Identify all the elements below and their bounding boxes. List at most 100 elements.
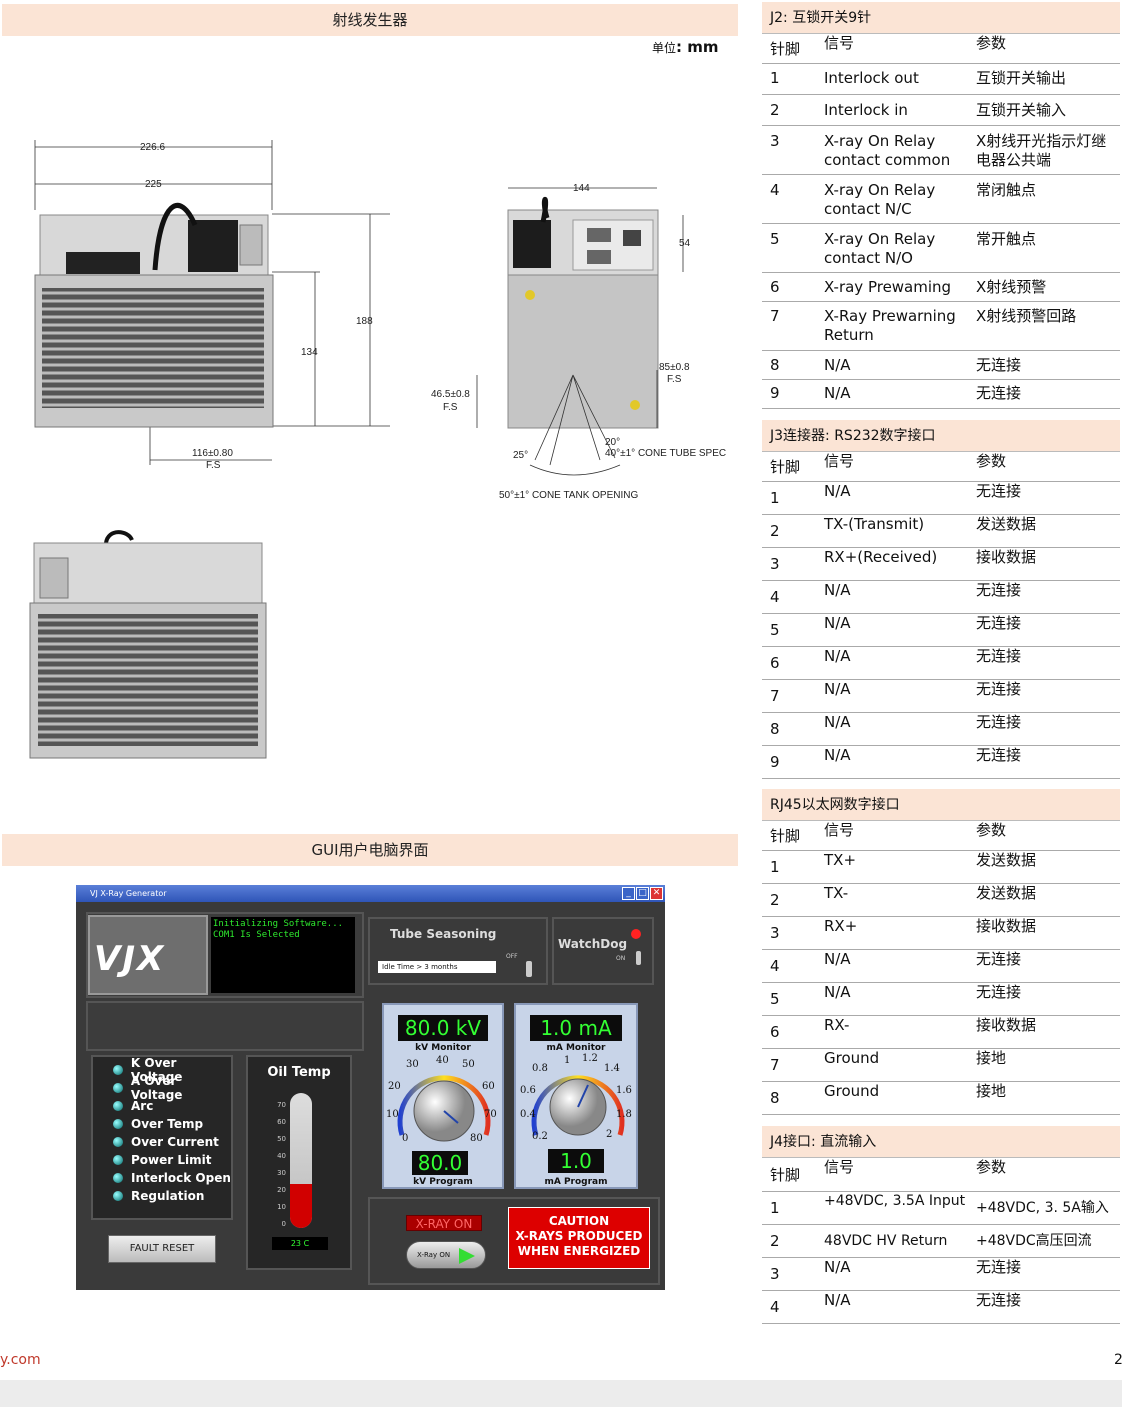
dim-angle-20: 20° bbox=[605, 437, 620, 448]
status-interlock-open: Interlock Open bbox=[113, 1169, 231, 1187]
cone-tank-label: 50°±1° CONE TANK OPENING bbox=[499, 490, 638, 501]
front-vent-grille bbox=[42, 288, 264, 408]
kv-meter-panel: 80.0 kV kV Monitor 30 40 50 20 60 10 70 … bbox=[382, 1003, 504, 1189]
gui-title: VJ X-Ray Generator bbox=[90, 889, 167, 898]
status-over-current: Over Current bbox=[113, 1133, 231, 1151]
status-led-icon bbox=[113, 1137, 123, 1147]
caution-sign: CAUTION X-RAYS PRODUCED WHEN ENERGIZED bbox=[508, 1207, 650, 1269]
status-arc: Arc bbox=[113, 1097, 231, 1115]
off-label: OFF bbox=[506, 953, 518, 960]
section-header-generator: 射线发生器 bbox=[2, 4, 738, 36]
dim-116: 116±0.80 bbox=[192, 448, 233, 459]
status-led-icon bbox=[113, 1155, 123, 1165]
section-header-gui: GUI用户电脑界面 bbox=[2, 834, 738, 866]
xray-on-button[interactable]: X-Ray ON bbox=[406, 1241, 486, 1269]
dim-46-5: 46.5±0.8 bbox=[431, 389, 470, 400]
table-j4: J4接口: 直流输入 针脚信号参数 1+48VDC, 3.5A Input+48… bbox=[762, 1126, 1120, 1324]
dim-226: 226.6 bbox=[140, 142, 165, 153]
close-icon[interactable]: ✕ bbox=[650, 887, 663, 900]
gui-titlebar: VJ X-Ray Generator _ □ ✕ bbox=[76, 885, 665, 902]
on-label: ON bbox=[616, 955, 626, 962]
status-led-icon bbox=[113, 1065, 123, 1075]
watchdog-toggle[interactable] bbox=[636, 951, 641, 965]
kv-program-label: kV Program bbox=[413, 1177, 473, 1187]
kv-monitor-readout: 80.0 kV bbox=[398, 1015, 488, 1041]
side-view-drawing: 144 54 25° 20° 40°±1° CONE TUBE SPEC 50°… bbox=[431, 183, 726, 501]
table-title: RJ45以太网数字接口 bbox=[762, 789, 1120, 821]
unit-label: 单位: mm bbox=[652, 38, 719, 56]
status-over-temp: Over Temp bbox=[113, 1115, 231, 1133]
status-led-icon bbox=[113, 1191, 123, 1201]
watchdog-label: WatchDog bbox=[558, 937, 628, 951]
idle-time-field[interactable]: Idle Time > 3 months bbox=[378, 961, 496, 973]
front-view-drawing: 226.6 225 188 134 116±0.80 F.S bbox=[34, 140, 390, 471]
footer-bar bbox=[0, 1380, 1122, 1407]
table-header-row: 针脚信号参数 bbox=[762, 821, 1120, 851]
table-header-row: 针脚信号参数 bbox=[762, 34, 1120, 64]
console-output: Initializing Software... COM1 Is Selecte… bbox=[211, 917, 355, 993]
fault-reset-button[interactable]: FAULT RESET bbox=[108, 1235, 216, 1263]
table-header-row: 针脚信号参数 bbox=[762, 1158, 1120, 1192]
ma-meter-panel: 1.0 mA mA Monitor 0.8 1 1.2 1.4 0.6 1.6 … bbox=[514, 1003, 638, 1189]
dim-fs-left: F.S bbox=[443, 402, 458, 413]
page-number: 2 bbox=[1114, 1352, 1122, 1368]
dim-54: 54 bbox=[679, 238, 691, 249]
ma-monitor-readout: 1.0 mA bbox=[530, 1015, 622, 1041]
kv-dial[interactable] bbox=[392, 1055, 496, 1151]
ma-program-label: mA Program bbox=[544, 1177, 608, 1187]
status-a-over-voltage: A Over Voltage bbox=[113, 1074, 231, 1102]
tube-seasoning-panel: Tube Seasoning Idle Time > 3 months OFF bbox=[368, 917, 548, 985]
dim-134: 134 bbox=[301, 347, 318, 358]
status-panel: K Over Voltage A Over Voltage Arc Over T… bbox=[91, 1055, 233, 1220]
dim-angle-25: 25° bbox=[513, 450, 528, 461]
blank-panel bbox=[86, 1001, 364, 1051]
dim-225: 225 bbox=[145, 179, 162, 190]
maximize-icon[interactable]: □ bbox=[636, 887, 649, 900]
xray-control-panel: X-RAY ON X-Ray ON CAUTION X-RAYS PRODUCE… bbox=[368, 1197, 660, 1285]
watchdog-panel: WatchDog ON bbox=[552, 917, 654, 985]
ma-program-readout[interactable]: 1.0 bbox=[548, 1149, 604, 1173]
dim-188: 188 bbox=[356, 316, 373, 327]
rear-view-drawing bbox=[29, 530, 267, 759]
ma-dial[interactable] bbox=[526, 1055, 630, 1151]
table-title: J3连接器: RS232数字接口 bbox=[762, 420, 1120, 452]
status-regulation: Regulation bbox=[113, 1187, 231, 1205]
tube-seasoning-label: Tube Seasoning bbox=[390, 927, 497, 941]
thermometer-fill bbox=[290, 1184, 312, 1228]
dim-144: 144 bbox=[573, 183, 590, 194]
kv-tick-labels: 30 40 50 20 60 10 70 0 80 bbox=[386, 1055, 497, 1144]
temp-readout: 23 C bbox=[272, 1237, 328, 1250]
footer-link[interactable]: y.com bbox=[0, 1352, 41, 1368]
vjx-logo: VJX bbox=[88, 915, 208, 995]
dim-85: 85±0.8 bbox=[659, 362, 690, 373]
kv-program-readout[interactable]: 80.0 bbox=[412, 1151, 468, 1175]
seasoning-toggle[interactable] bbox=[526, 961, 532, 977]
minimize-icon[interactable]: _ bbox=[622, 887, 635, 900]
table-title: J4接口: 直流输入 bbox=[762, 1126, 1120, 1158]
watchdog-led-icon bbox=[631, 929, 641, 939]
status-power-limit: Power Limit bbox=[113, 1151, 231, 1169]
gui-window: VJ X-Ray Generator _ □ ✕ VJX Initializin… bbox=[76, 885, 665, 1290]
